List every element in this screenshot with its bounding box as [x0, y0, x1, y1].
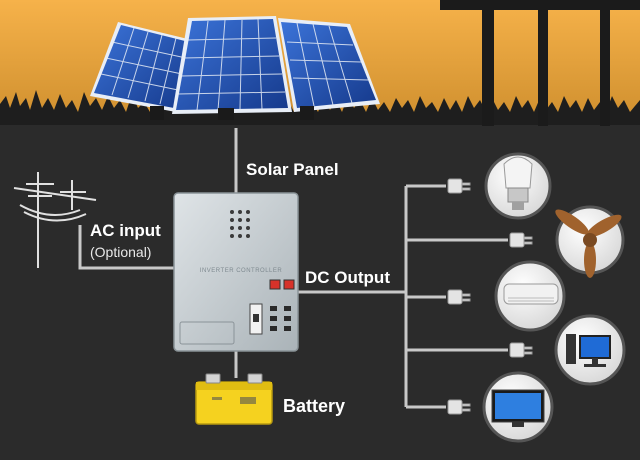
television-icon: [482, 371, 554, 443]
battery-label: Battery: [283, 396, 346, 416]
ac-input-label: AC input: [90, 221, 161, 240]
solar-panel-icon: [90, 16, 380, 120]
power-pole-icon: [13, 172, 97, 268]
wiring: [78, 128, 508, 409]
dc-output-label: DC Output: [305, 268, 390, 287]
controller-brand-text: INVERTER CONTROLLER: [199, 268, 283, 274]
desktop-computer-icon: [554, 314, 626, 386]
pergola-structure: [440, 0, 640, 126]
air-conditioner-icon: [494, 260, 566, 332]
solar-panel-label: Solar Panel: [246, 160, 339, 179]
plug-icons: [447, 178, 533, 415]
solar-controller-icon: [173, 192, 299, 352]
battery-icon: [195, 373, 273, 425]
light-bulb-icon: [484, 152, 552, 220]
ceiling-fan-icon: [555, 205, 625, 278]
ac-optional-label: (Optional): [90, 244, 152, 260]
